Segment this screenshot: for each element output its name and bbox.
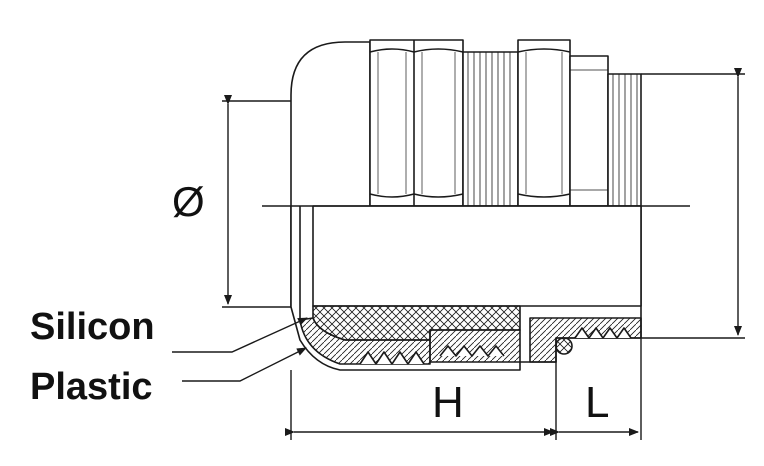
thread-length-label: L	[585, 378, 610, 427]
collar	[569, 55, 609, 207]
diameter-label: Ø	[172, 178, 205, 225]
o-ring	[555, 337, 573, 355]
thread-upper	[462, 51, 519, 207]
plastic-body-section	[429, 329, 521, 363]
silicon-label: Silicon	[30, 306, 155, 348]
hex-nut-upper	[369, 39, 464, 207]
plastic-label: Plastic	[30, 366, 153, 408]
entry-thread-section	[529, 317, 642, 363]
entry-thread	[607, 73, 642, 207]
height-label: H	[432, 378, 464, 427]
cable-bore	[312, 205, 642, 307]
